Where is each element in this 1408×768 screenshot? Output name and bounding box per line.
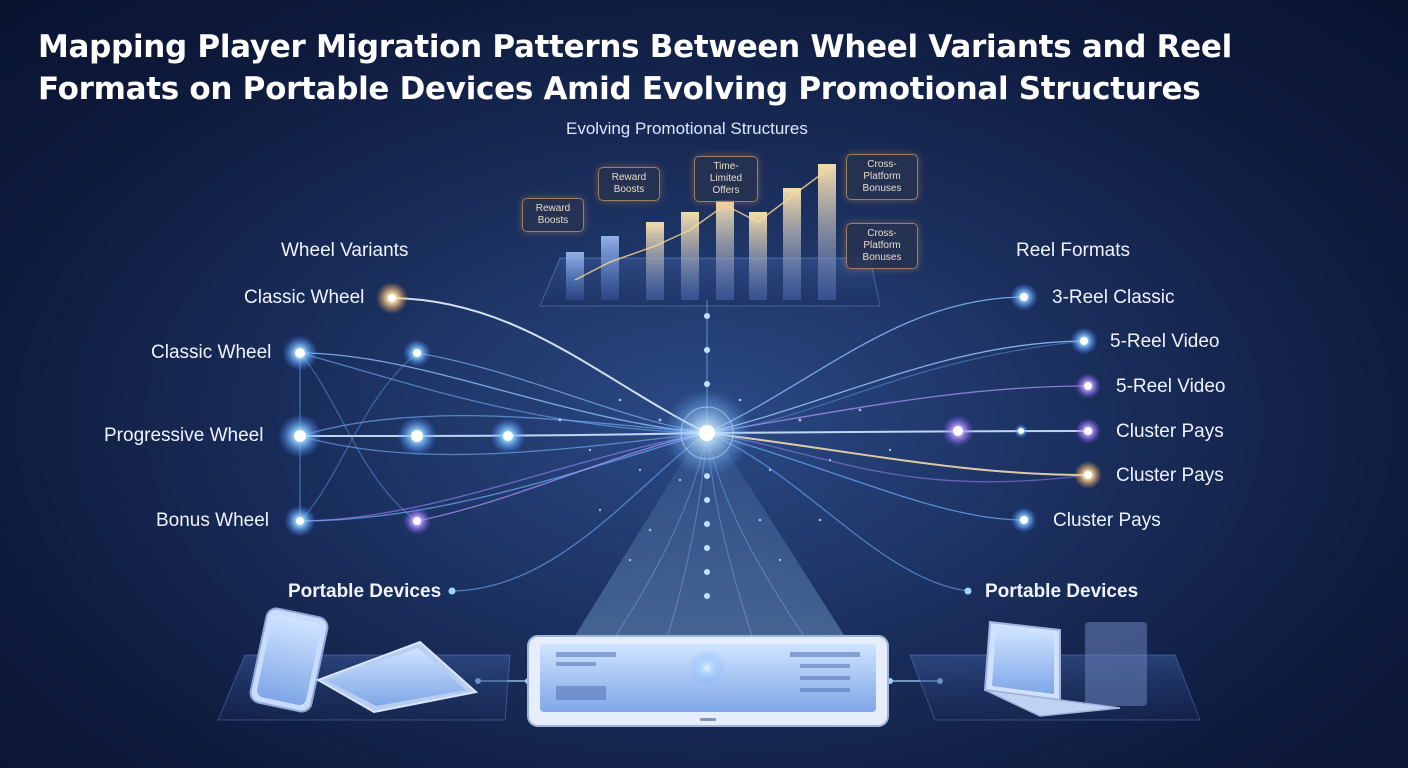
reel-label: Cluster Pays xyxy=(1116,421,1224,442)
promo-heading: Evolving Promotional Structures xyxy=(566,119,808,138)
reel-formats-heading: Reel Formats xyxy=(1016,240,1131,261)
particles xyxy=(558,398,892,562)
portable-devices-label-right: Portable Devices xyxy=(985,581,1139,602)
reel-label: 5-Reel Video xyxy=(1110,331,1220,352)
left-device-platform xyxy=(217,607,511,721)
right-device-platform xyxy=(909,620,1201,721)
wheel-label: Bonus Wheel xyxy=(156,510,270,531)
wheel-label: Progressive Wheel xyxy=(104,425,264,446)
lower-stem xyxy=(704,473,710,599)
projection-beam xyxy=(560,440,860,660)
promo-callout: Time-Limited Offers xyxy=(694,156,758,202)
reel-label: Cluster Pays xyxy=(1053,510,1161,531)
promo-callout: Reward Boosts xyxy=(522,198,584,232)
wheel-nodes xyxy=(278,282,526,537)
wheel-variants-heading: Wheel Variants xyxy=(281,240,409,261)
reel-nodes xyxy=(942,283,1102,533)
flow-lines-right xyxy=(706,296,1089,592)
promo-callout: Reward Boosts xyxy=(598,167,660,201)
reel-label: 3-Reel Classic xyxy=(1052,287,1175,308)
promo-callout: Cross-Platform Bonuses xyxy=(846,223,918,269)
wheel-label: Classic Wheel xyxy=(151,342,272,363)
central-hub xyxy=(663,389,751,477)
promo-bars xyxy=(566,164,836,300)
portable-devices-label-left: Portable Devices xyxy=(288,581,442,602)
reel-label: Cluster Pays xyxy=(1116,465,1224,486)
page-title: Mapping Player Migration Patterns Betwee… xyxy=(38,29,1232,107)
wheel-label: Classic Wheel xyxy=(244,287,365,308)
center-tablet xyxy=(527,635,889,727)
promo-callout: Cross-Platform Bonuses xyxy=(846,154,918,200)
reel-label: 5-Reel Video xyxy=(1116,376,1226,397)
